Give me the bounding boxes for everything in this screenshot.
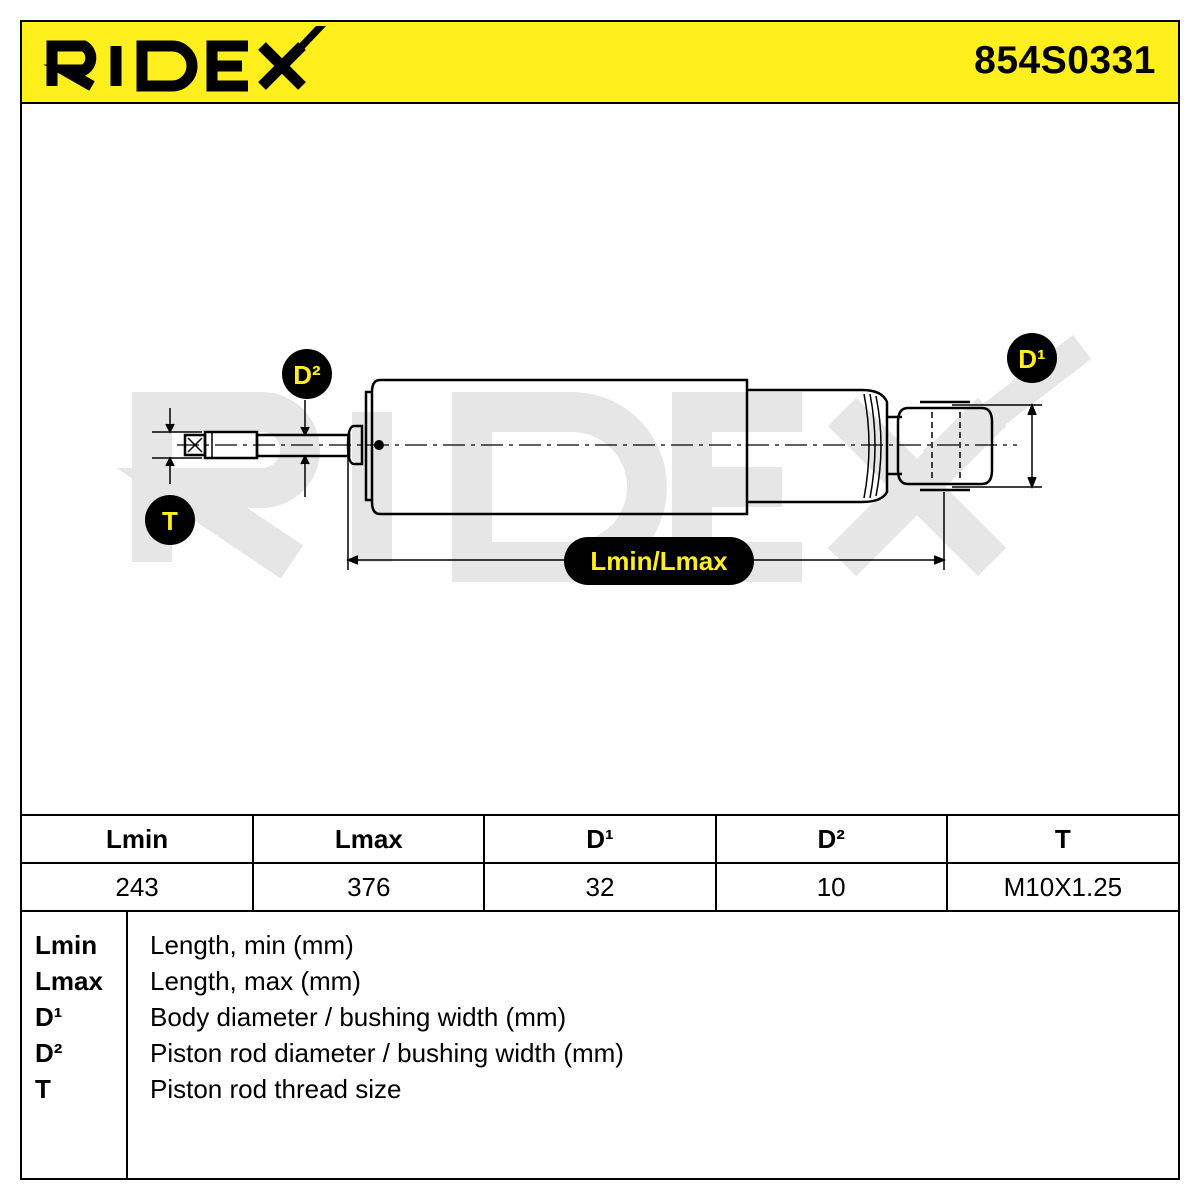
- svg-text:D¹: D¹: [1018, 344, 1045, 374]
- legend-key: T: [35, 1074, 51, 1104]
- header-t: T: [945, 814, 1178, 864]
- legend-row: T Piston rod thread size: [22, 1074, 1178, 1110]
- t-badge: T: [145, 495, 195, 545]
- d2-badge: D²: [282, 349, 332, 399]
- legend-description: Length, min (mm): [150, 930, 354, 960]
- legend-description: Piston rod thread size: [150, 1074, 402, 1104]
- header-lmin: Lmin: [22, 814, 255, 864]
- legend-key: Lmin: [35, 930, 98, 960]
- spec-table: Lmin Lmax D¹ D² T 243 376 32 10 M10X1.25: [22, 814, 1178, 912]
- legend-description: Body diameter / bushing width (mm): [150, 1002, 567, 1032]
- lower-body: [747, 388, 889, 504]
- header-d1: D¹: [483, 814, 717, 864]
- value-lmax: 376: [252, 862, 486, 912]
- value-lmin: 243: [22, 862, 255, 912]
- legend-row: D¹ Body diameter / bushing width (mm): [22, 1002, 1178, 1038]
- legend-row: Lmin Length, min (mm): [22, 930, 1178, 966]
- main-body: [370, 378, 749, 516]
- shock-absorber-diagram: D² T D¹ Lmin/Lmax: [116, 333, 1092, 585]
- legend-divider: [126, 912, 128, 1178]
- legend: Lmin Length, min (mm) Lmax Length, max (…: [22, 912, 1178, 1178]
- legend-row: D² Piston rod diameter / bushing width (…: [22, 1038, 1178, 1074]
- svg-text:T: T: [162, 506, 178, 536]
- value-t: M10X1.25: [945, 862, 1178, 912]
- value-d2: 10: [714, 862, 948, 912]
- legend-description: Length, max (mm): [150, 966, 361, 996]
- svg-text:D²: D²: [293, 360, 321, 390]
- d1-badge: D¹: [1007, 333, 1057, 383]
- legend-key: D¹: [35, 1002, 63, 1032]
- spec-value-row: 243 376 32 10 M10X1.25: [22, 862, 1178, 912]
- legend-key: D²: [35, 1038, 63, 1068]
- part-number: 854S0331: [974, 39, 1156, 82]
- ridex-logo: [44, 26, 326, 92]
- header-bar: 854S0331: [22, 22, 1178, 104]
- legend-description: Piston rod diameter / bushing width (mm): [150, 1038, 624, 1068]
- header-d2: D²: [714, 814, 948, 864]
- legend-row: Lmax Length, max (mm): [22, 966, 1178, 1002]
- legend-key: Lmax: [35, 966, 103, 996]
- length-badge: Lmin/Lmax: [564, 537, 754, 585]
- d2-dimension: [300, 400, 310, 497]
- eye-bushing: [896, 406, 994, 486]
- value-d1: 32: [483, 862, 717, 912]
- product-sheet: 854S0331: [20, 20, 1180, 1180]
- t-dimension: [152, 408, 202, 484]
- d1-dimension: [952, 402, 1042, 490]
- header-lmax: Lmax: [252, 814, 486, 864]
- spec-header-row: Lmin Lmax D¹ D² T: [22, 814, 1178, 864]
- svg-text:Lmin/Lmax: Lmin/Lmax: [590, 546, 728, 576]
